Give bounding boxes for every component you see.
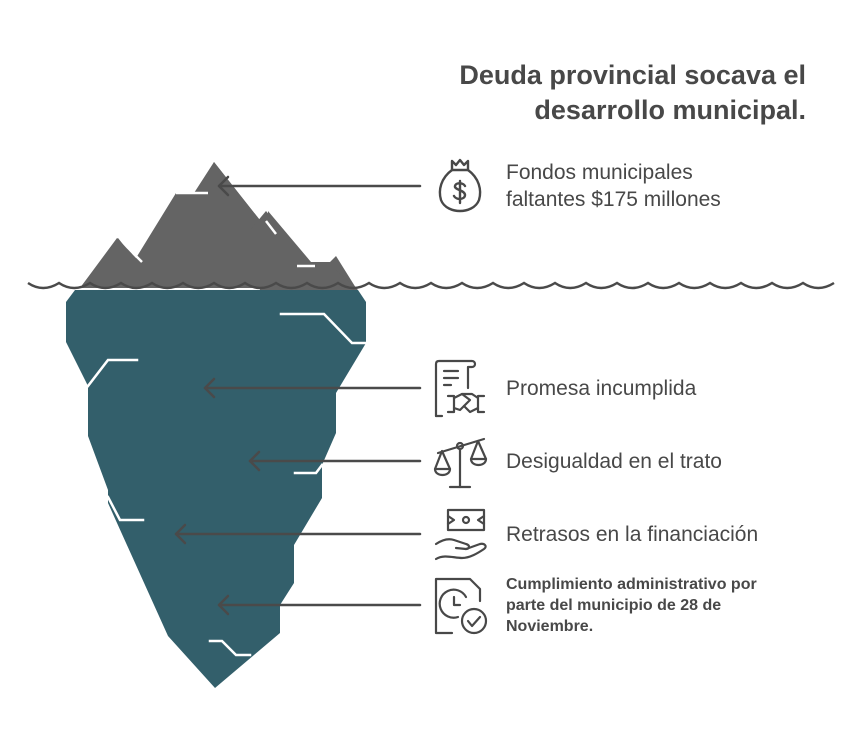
scales-unbalanced-icon	[432, 431, 488, 491]
list-item: Desigualdad en el trato	[432, 431, 722, 491]
item-label: Fondos municipales faltantes $175 millon…	[506, 161, 721, 211]
arrow-3	[248, 450, 422, 472]
item-label: Desigualdad en el trato	[506, 449, 722, 473]
water-line	[27, 281, 835, 290]
document-clock-check-icon	[432, 576, 488, 636]
mountain-cracks	[132, 191, 315, 268]
iceberg-cracks	[86, 312, 368, 657]
list-item: Cumplimiento administrativo por parte de…	[432, 574, 796, 637]
list-item: Fondos municipales faltantes $175 millon…	[432, 156, 776, 216]
page-title: Deuda provincial socava el desarrollo mu…	[459, 60, 806, 125]
money-bag-dollar-icon	[432, 156, 488, 216]
iceberg-right-ridge	[246, 211, 358, 290]
hand-money-icon	[432, 504, 488, 564]
arrow-4	[174, 523, 422, 545]
arrow-2	[203, 377, 422, 399]
contract-handshake-icon	[432, 358, 488, 418]
arrow-5	[217, 594, 422, 616]
arrow-1	[217, 175, 422, 197]
item-label: Cumplimiento administrativo por parte de…	[506, 576, 757, 635]
iceberg-underwater	[66, 290, 366, 688]
item-label: Retrasos en la financiación	[506, 522, 759, 546]
list-item: Retrasos en la financiación	[432, 504, 758, 564]
item-label: Promesa incumplida	[506, 376, 697, 400]
list-item: Promesa incumplida	[432, 358, 696, 418]
